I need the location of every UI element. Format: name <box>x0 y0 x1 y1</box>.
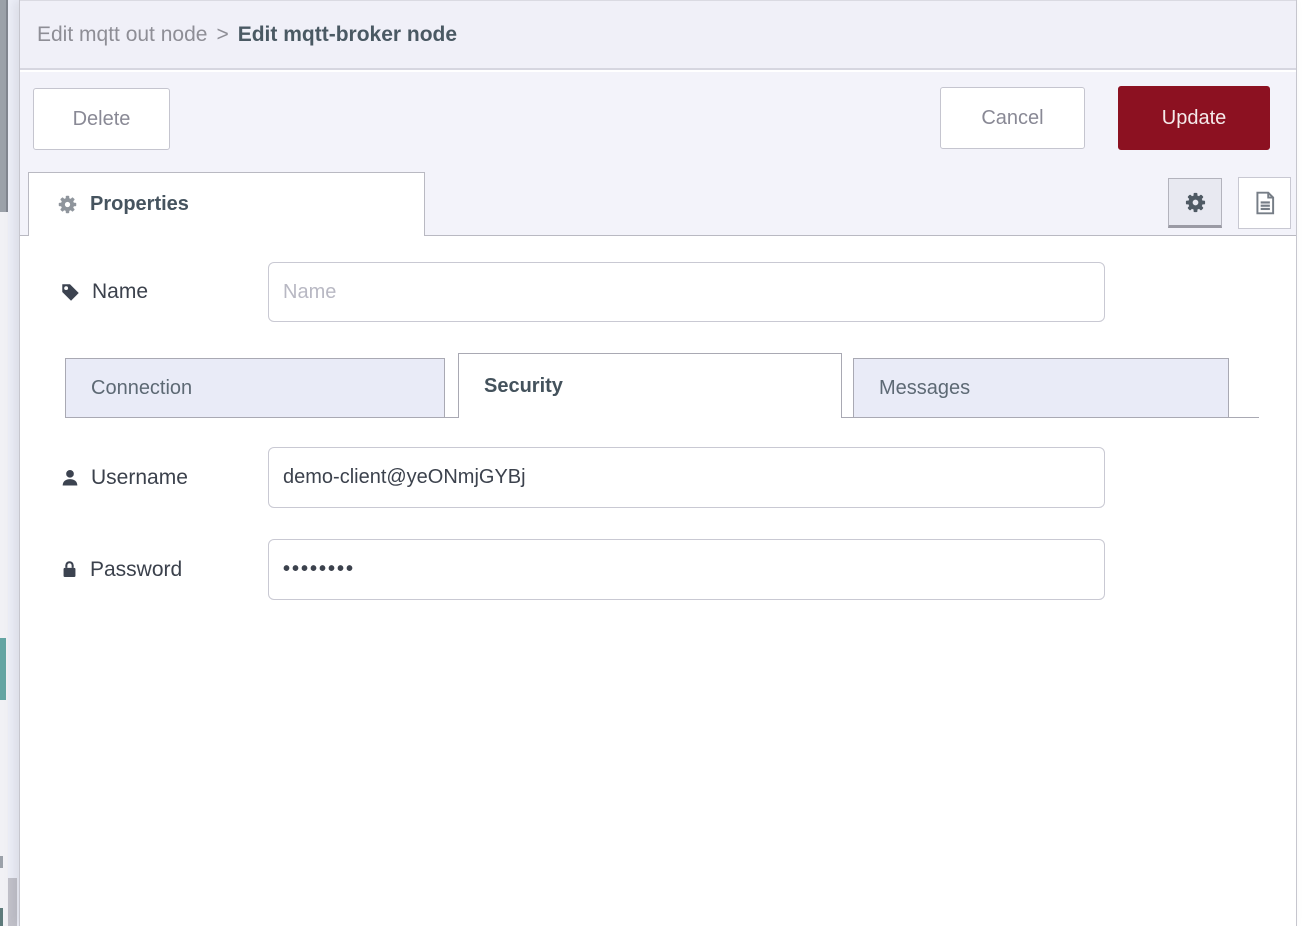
password-label-text: Password <box>90 557 183 581</box>
edit-tray: Edit mqtt out node > Edit mqtt-broker no… <box>19 0 1297 926</box>
tab-properties-label: Properties <box>90 193 189 215</box>
delete-button[interactable]: Delete <box>33 88 170 150</box>
palette-node-fragment <box>0 638 6 700</box>
update-button[interactable]: Update <box>1118 86 1270 150</box>
username-input[interactable] <box>268 447 1105 508</box>
workspace-gutter <box>8 0 19 926</box>
tab-bar-divider <box>20 235 1296 236</box>
username-field-label: Username <box>60 447 188 508</box>
breadcrumb-separator: > <box>216 22 229 46</box>
tab-properties[interactable]: Properties <box>28 172 425 236</box>
name-field-label: Name <box>60 262 148 322</box>
breadcrumb: Edit mqtt out node > Edit mqtt-broker no… <box>20 0 1296 70</box>
node-description-button[interactable] <box>1238 177 1291 229</box>
tab-security-label: Security <box>484 374 563 397</box>
edit-form: Name Connection Security Messages Userna <box>20 236 1296 926</box>
node-settings-button[interactable] <box>1168 178 1222 228</box>
name-input[interactable] <box>268 262 1105 322</box>
tag-icon <box>60 282 81 303</box>
cancel-button[interactable]: Cancel <box>940 87 1085 149</box>
document-icon <box>1252 190 1278 216</box>
tab-messages[interactable]: Messages <box>853 358 1229 418</box>
gear-icon <box>57 194 78 215</box>
workspace-fragment <box>0 856 3 868</box>
tab-connection-label: Connection <box>91 376 193 399</box>
broker-subtabs: Connection Security Messages <box>65 353 1259 418</box>
user-icon <box>60 468 80 488</box>
gear-icon <box>1184 191 1207 214</box>
tray-toolbar: Delete Cancel Update Properties <box>20 72 1296 236</box>
username-label-text: Username <box>91 465 188 489</box>
workspace-fragment-dark <box>0 908 3 926</box>
workspace-panel-fragment <box>0 0 8 212</box>
breadcrumb-current: Edit mqtt-broker node <box>237 22 458 46</box>
password-field-label: Password <box>60 539 182 600</box>
password-input[interactable] <box>268 539 1105 600</box>
tab-security[interactable]: Security <box>458 353 842 418</box>
name-label-text: Name <box>92 280 149 303</box>
workspace-edge-sliver <box>0 0 8 926</box>
tab-messages-label: Messages <box>879 376 971 399</box>
vertical-scrollbar-thumb[interactable] <box>8 878 17 926</box>
tab-connection[interactable]: Connection <box>65 358 445 418</box>
lock-icon <box>60 559 79 580</box>
breadcrumb-parent[interactable]: Edit mqtt out node <box>37 22 208 46</box>
